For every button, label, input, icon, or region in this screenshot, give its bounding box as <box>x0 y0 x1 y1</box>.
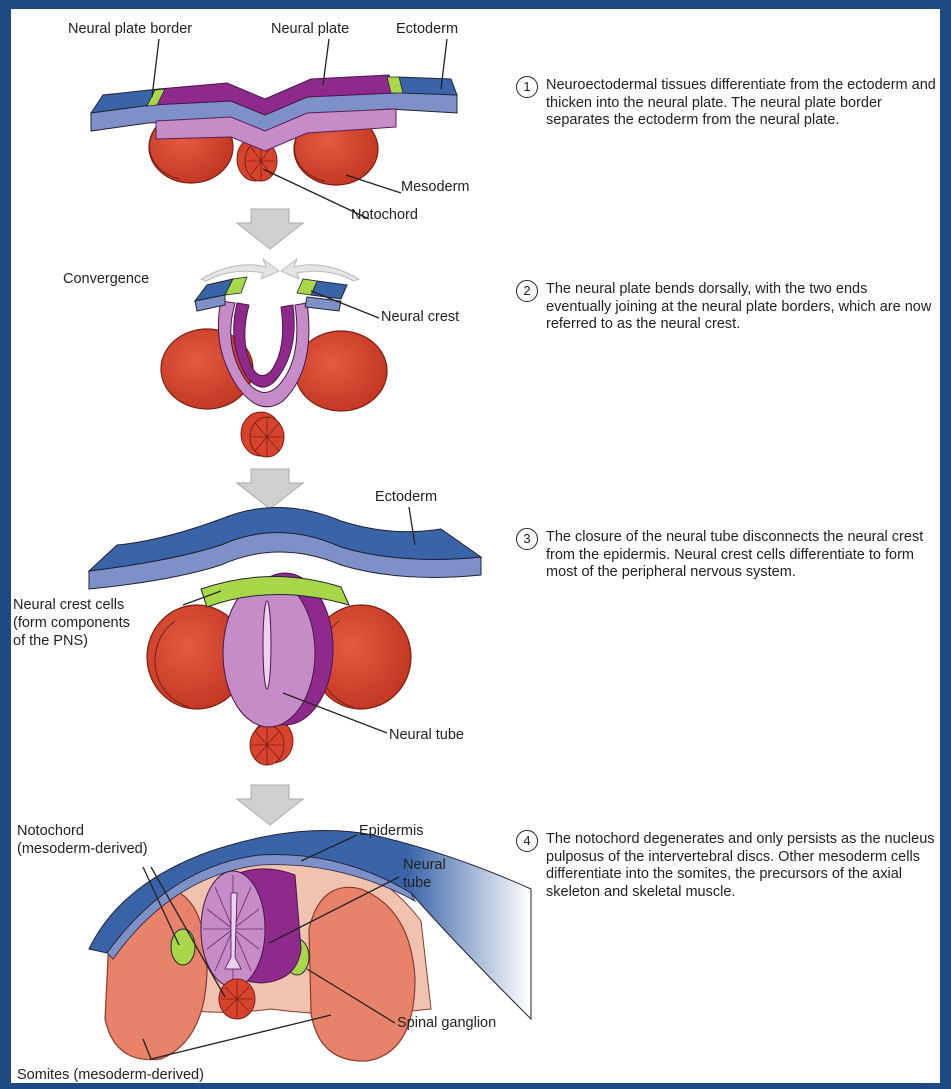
label-notochord-1: Notochord <box>351 207 418 224</box>
diagram-canvas: Neural plate border Neural plate Ectoder… <box>11 9 940 1083</box>
label-epidermis: Epidermis <box>359 823 423 840</box>
label-of-the-pns: of the PNS) <box>13 633 88 650</box>
label-tube-4: tube <box>403 875 431 892</box>
label-ectoderm-3: Ectoderm <box>375 489 437 506</box>
label-spinal-ganglion: Spinal ganglion <box>397 1015 496 1032</box>
step-text-4: The notochord degenerates and only persi… <box>546 831 936 901</box>
ectoderm-top-1b <box>397 77 457 95</box>
step-number-4: 4 <box>516 830 538 852</box>
down-arrow-2 <box>237 469 303 509</box>
step-4: 4 The notochord degenerates and only per… <box>516 831 936 901</box>
label-notochord-4: Notochord <box>17 823 84 840</box>
label-mesoderm: Mesoderm <box>401 179 470 196</box>
label-convergence: Convergence <box>63 271 149 288</box>
step-2: 2 The neural plate bends dorsally, with … <box>516 281 936 334</box>
label-neural-plate-border: Neural plate border <box>68 21 192 38</box>
label-neural-crest-cells: Neural crest cells <box>13 597 124 614</box>
step-text-3: The closure of the neural tube disconnec… <box>546 529 936 582</box>
step-number-2: 2 <box>516 280 538 302</box>
step-number-1: 1 <box>516 76 538 98</box>
label-neural-crest: Neural crest <box>381 309 459 326</box>
label-neural-plate: Neural plate <box>271 21 349 38</box>
step-number-3: 3 <box>516 528 538 550</box>
label-form-components: (form components <box>13 615 130 632</box>
convergence-arrow-right <box>281 259 359 281</box>
label-neural-tube-3: Neural tube <box>389 727 464 744</box>
label-ectoderm-1: Ectoderm <box>396 21 458 38</box>
down-arrow-1 <box>237 209 303 249</box>
step-text-1: Neuroectodermal tissues differentiate fr… <box>546 77 936 130</box>
ectoderm-cap-right <box>311 281 347 299</box>
step-1: 1 Neuroectodermal tissues differentiate … <box>516 77 936 130</box>
notochord-4 <box>219 979 255 1019</box>
label-somites: Somites (mesoderm-derived) <box>17 1067 204 1083</box>
stage-2-illustration <box>161 259 387 457</box>
label-mesoderm-derived: (mesoderm-derived) <box>17 841 148 858</box>
notochord-2 <box>241 412 284 457</box>
neural-tube-3-lumen <box>263 601 271 689</box>
step-3: 3 The closure of the neural tube disconn… <box>516 529 936 582</box>
label-neural-4: Neural <box>403 857 446 874</box>
down-arrow-3 <box>237 785 303 825</box>
step-text-2: The neural plate bends dorsally, with th… <box>546 281 936 334</box>
ectoderm-cap-right-side <box>305 297 341 311</box>
